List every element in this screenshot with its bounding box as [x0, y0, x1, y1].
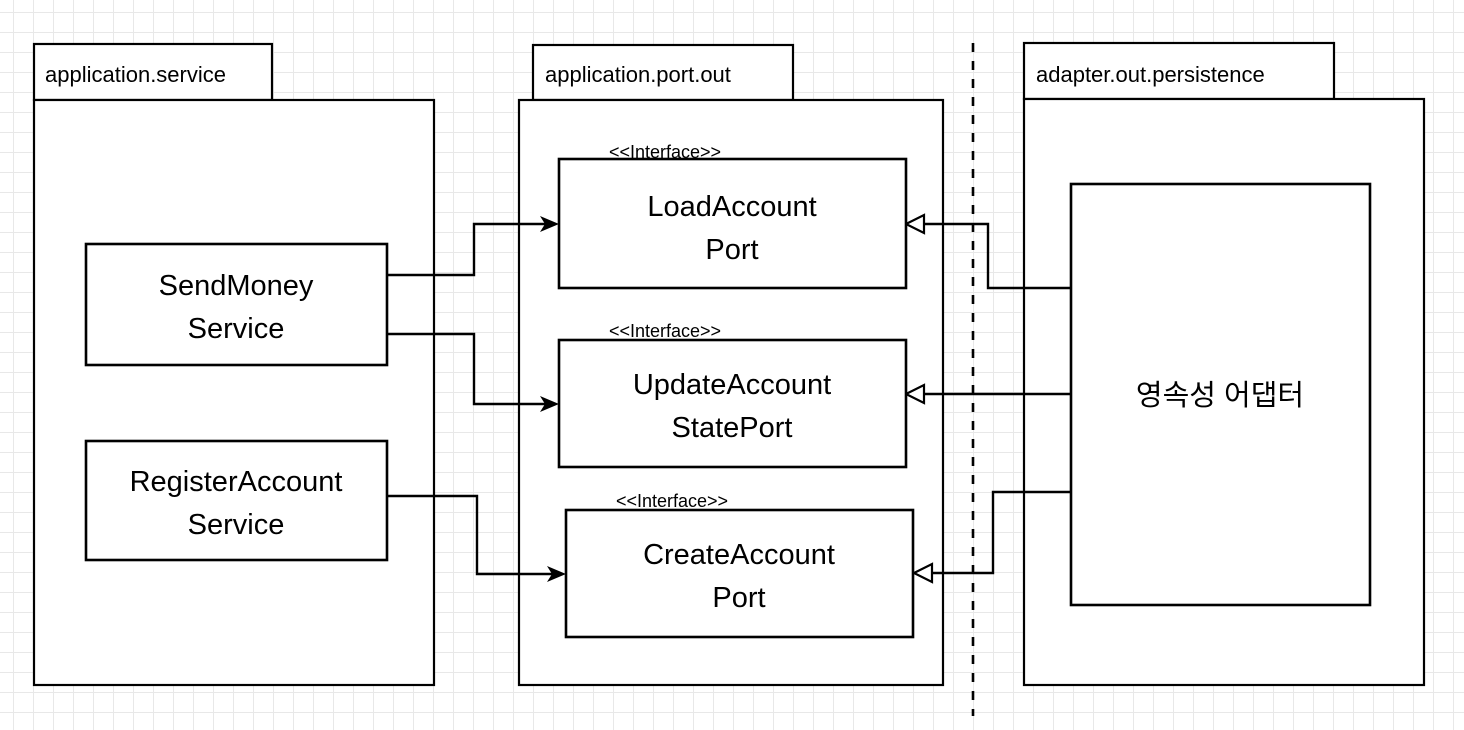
- connector-register-account-to-create-account[interactable]: [387, 494, 566, 582]
- node-box: [1069, 182, 1372, 607]
- node-label-line1: UpdateAccount: [633, 369, 831, 401]
- stereotype-label-interface: <<Interface>>: [616, 491, 728, 511]
- node-label-line2: StatePort: [672, 412, 793, 444]
- connector-line: [387, 222, 552, 277]
- package-label-adapter-out-persistence: adapter.out.persistence: [1036, 62, 1265, 87]
- connector-adapter-realizes-load-account[interactable]: [903, 213, 1071, 290]
- node-label-line1: RegisterAccount: [130, 466, 343, 498]
- arrowhead-solid-icon: [547, 566, 566, 582]
- arrowhead-solid-icon: [540, 216, 559, 232]
- node-register-account-service[interactable]: RegisterAccount Service: [84, 439, 389, 562]
- package-tab-application-service: [32, 42, 274, 102]
- node-send-money-service[interactable]: SendMoney Service: [84, 242, 389, 367]
- package-label-application-port-out: application.port.out: [545, 62, 731, 87]
- node-label-line2: Port: [712, 582, 765, 614]
- node-label-line1: SendMoney: [159, 270, 314, 302]
- node-load-account-port[interactable]: <<Interface>> LoadAccount Port: [557, 142, 908, 290]
- package-tab-adapter-out-persistence: [1022, 41, 1336, 101]
- node-box: [557, 157, 908, 290]
- node-box: [84, 242, 389, 367]
- arrowhead-hollow-icon: [903, 213, 926, 235]
- connector-line: [930, 490, 1071, 575]
- node-label-line1: LoadAccount: [647, 191, 816, 223]
- node-label-line2: Port: [705, 234, 758, 266]
- node-box: [84, 439, 389, 562]
- node-persistence-adapter[interactable]: 영속성 어댑터: [1069, 182, 1372, 607]
- connector-line: [387, 332, 552, 406]
- arrowhead-solid-icon: [540, 396, 559, 412]
- connector-adapter-realizes-update-account[interactable]: [903, 383, 1071, 405]
- connector-send-money-to-load-account[interactable]: [387, 216, 559, 277]
- arrowhead-hollow-icon: [903, 383, 926, 405]
- stereotype-label-interface: <<Interface>>: [609, 142, 721, 162]
- connector-line: [387, 494, 558, 576]
- node-box: [557, 338, 908, 469]
- package-tab-application-port-out: [531, 43, 795, 102]
- package-application-service[interactable]: application.service: [32, 42, 436, 687]
- node-box: [564, 508, 915, 639]
- stereotype-label-interface: <<Interface>>: [609, 321, 721, 341]
- node-create-account-port[interactable]: <<Interface>> CreateAccount Port: [564, 491, 915, 639]
- node-label-line2: Service: [188, 509, 285, 541]
- node-label-line2: Service: [188, 313, 285, 345]
- connector-line: [922, 222, 1071, 290]
- node-update-account-state-port[interactable]: <<Interface>> UpdateAccount StatePort: [557, 321, 908, 469]
- node-label-line1: CreateAccount: [643, 539, 835, 571]
- node-label-line1: 영속성 어댑터: [1136, 380, 1304, 412]
- connector-send-money-to-update-account-state[interactable]: [387, 332, 559, 412]
- package-body-application-service: [32, 98, 436, 687]
- connector-adapter-realizes-create-account[interactable]: [911, 490, 1071, 584]
- arrowhead-hollow-icon: [911, 562, 934, 584]
- package-label-application-service: application.service: [45, 62, 226, 87]
